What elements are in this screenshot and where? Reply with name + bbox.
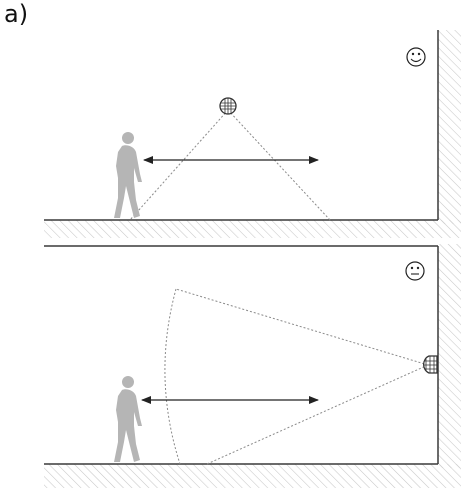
scene-wall: [44, 244, 461, 488]
cone-edge-top: [175, 288, 429, 366]
cone-edge-left: [129, 109, 229, 221]
cone-edge-right: [227, 109, 331, 221]
floor-hatch: [44, 464, 461, 488]
person-icon: [114, 132, 142, 218]
floor-hatch: [44, 220, 461, 238]
person-icon: [114, 376, 142, 462]
panel-label: a): [4, 0, 29, 28]
wall-hatch: [438, 244, 461, 468]
smiling-face-icon: [406, 47, 426, 67]
cone-arc: [164, 288, 181, 465]
neutral-face-icon: [405, 261, 425, 281]
ceiling-sensor-icon: [219, 97, 237, 115]
cone-edge-bottom: [206, 364, 429, 465]
scene-ceiling: [44, 30, 461, 238]
wall-hatch: [438, 30, 461, 224]
wall-sensor-icon: [423, 355, 438, 374]
